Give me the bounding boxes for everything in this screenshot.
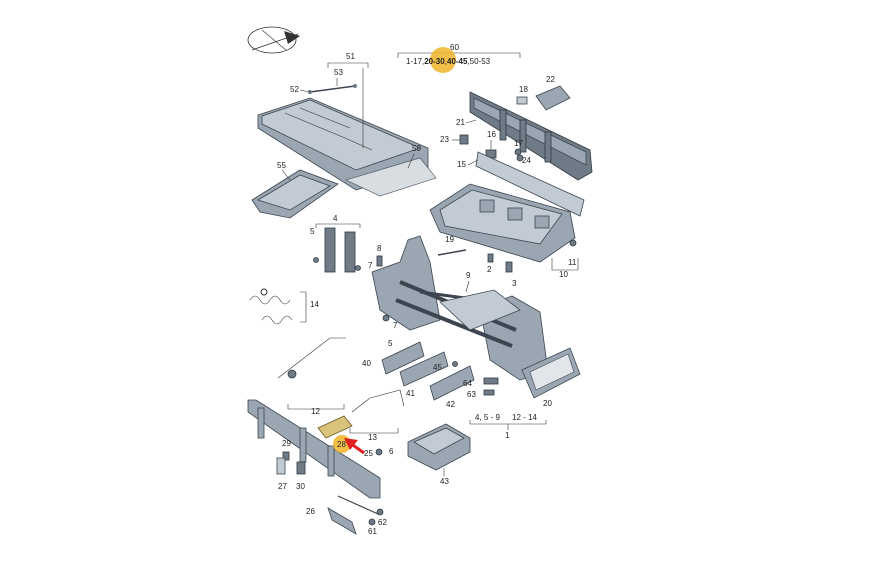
spring-part-14 — [249, 288, 293, 325]
cover-part-15 — [475, 151, 585, 217]
pointer-arrow-icon — [344, 438, 365, 455]
label-52: 52 — [290, 85, 299, 94]
header-ranges: 1-17,20-30,40-45,50-53 — [406, 57, 491, 66]
pin-part-5 — [382, 314, 390, 322]
label-6: 6 — [389, 447, 394, 456]
label-2: 2 — [487, 265, 492, 274]
label-22: 22 — [546, 75, 555, 84]
label-26: 26 — [306, 507, 315, 516]
screw-part-62 — [376, 508, 384, 516]
label-41: 41 — [406, 389, 415, 398]
switch-part-28 — [317, 415, 353, 439]
label-50: 50 — [412, 144, 421, 153]
direction-indicator-icon — [247, 26, 300, 54]
screw-part-45 — [452, 361, 458, 367]
highlight-marker — [430, 47, 456, 73]
clip-part-11 — [569, 239, 577, 247]
label-28: 28 — [337, 440, 346, 449]
header-group-60: 60 1-17,20-30,40-45,50-53 — [397, 43, 521, 73]
label-8: 8 — [377, 244, 382, 253]
cable-part-12 — [277, 337, 346, 379]
label-63: 63 — [467, 390, 476, 399]
label-30: 30 — [296, 482, 305, 491]
clip-part-63 — [483, 389, 495, 396]
cap-part-27 — [276, 457, 286, 475]
label-27: 27 — [278, 482, 287, 491]
label-24: 24 — [522, 156, 531, 165]
rod-part-53 — [308, 84, 357, 94]
label-40: 40 — [362, 359, 371, 368]
label-15: 15 — [457, 160, 466, 169]
bolt-part-8 — [376, 255, 383, 267]
label-17: 17 — [514, 139, 523, 148]
range-1-17: 1-17, — [406, 57, 424, 66]
label-51: 51 — [346, 52, 355, 61]
clip-part-30 — [296, 461, 306, 475]
label-7: 7 — [368, 261, 373, 270]
label-13: 13 — [368, 433, 377, 442]
range-40-45: 40-45 — [447, 57, 468, 66]
label-23: 23 — [440, 135, 449, 144]
seat-tub-part — [429, 183, 576, 263]
label-1: 1 — [505, 431, 510, 440]
label-42: 42 — [446, 400, 455, 409]
label-12: 12 — [311, 407, 320, 416]
bolt-part-3 — [505, 261, 513, 273]
label-7-lower: 7 — [393, 321, 398, 330]
screw-part-25 — [375, 448, 383, 456]
bolt-part-2 — [487, 253, 494, 263]
label-4: 4 — [333, 214, 338, 223]
range-50-53: ,50-53 — [467, 57, 490, 66]
rod-part-19 — [437, 249, 467, 256]
label-10: 10 — [559, 270, 568, 279]
label-64: 64 — [463, 379, 472, 388]
clip-part-64 — [483, 377, 499, 385]
label-16: 16 — [487, 130, 496, 139]
label-29: 29 — [282, 439, 291, 448]
pad-part-55 — [251, 169, 339, 219]
hinge-part-4 — [313, 227, 361, 273]
label-53: 53 — [334, 68, 343, 77]
label-5-lower: 5 — [388, 339, 393, 348]
screw-part-17 — [514, 148, 522, 156]
label-20: 20 — [543, 399, 552, 408]
label-61: 61 — [368, 527, 377, 536]
storage-bin-part-43 — [407, 423, 471, 471]
label-21: 21 — [456, 118, 465, 127]
clip-part-29 — [282, 451, 290, 461]
cable-part-13 — [351, 389, 405, 413]
side-panel-part-40 — [381, 341, 425, 375]
tray-part-20 — [521, 347, 581, 399]
range-20-30: 20-30 — [424, 57, 445, 66]
label-5: 5 — [310, 227, 315, 236]
main-seat-frame-part — [371, 235, 549, 381]
label-11: 11 — [568, 258, 577, 267]
label-18: 18 — [519, 85, 528, 94]
side-panel-part-42 — [429, 365, 475, 401]
label-60: 60 — [450, 43, 459, 52]
clip-part-18 — [516, 96, 528, 105]
screw-part-24 — [516, 154, 524, 162]
panel-part-22 — [535, 85, 571, 111]
clip-part-23 — [459, 134, 469, 145]
label-9: 9 — [466, 271, 471, 280]
backrest-frame-part — [469, 91, 593, 181]
front-bar-part — [247, 399, 381, 499]
label-55: 55 — [277, 161, 286, 170]
label-43: 43 — [440, 477, 449, 486]
label-25: 25 — [364, 449, 373, 458]
label-4-5-9: 4, 5 - 9 — [475, 413, 500, 422]
label-62: 62 — [378, 518, 387, 527]
side-panel-part-41 — [399, 351, 449, 387]
screw-part-61 — [368, 518, 376, 526]
label-12-14: 12 - 14 — [512, 413, 537, 422]
label-3: 3 — [512, 279, 517, 288]
bracket-part-26 — [327, 495, 379, 535]
label-45: 45 — [433, 363, 442, 372]
label-14: 14 — [310, 300, 319, 309]
range-sep: , — [445, 57, 447, 66]
label-19: 19 — [445, 235, 454, 244]
